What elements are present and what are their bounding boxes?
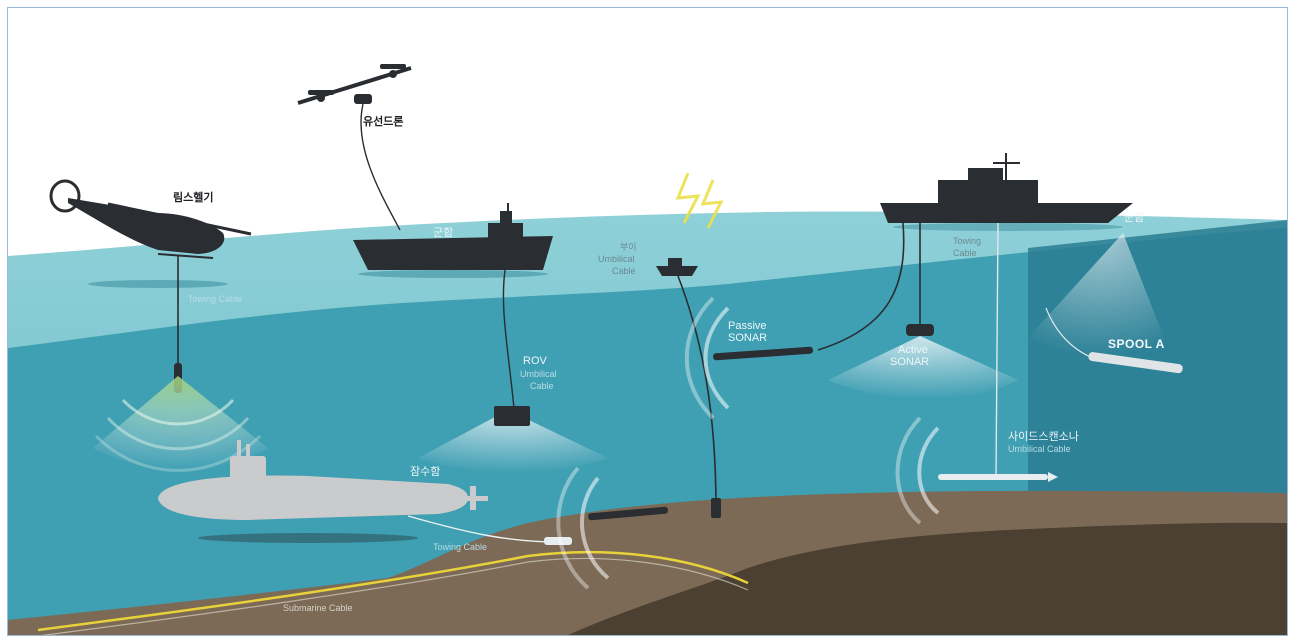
active-sonar-label-1: Active [898, 344, 928, 356]
spool-a-icon [1088, 352, 1183, 374]
sub-towing-label: Towing Cable [433, 542, 488, 552]
side-scan-sonar-icon [938, 474, 1048, 480]
lightning-icon [675, 172, 724, 229]
buoy-icon [656, 266, 698, 276]
ship-right-icon [880, 153, 1133, 223]
rov-cable-label-2: Cable [530, 381, 554, 391]
deep-water-right [1028, 220, 1287, 528]
ship-right-label: 군함 [1124, 212, 1145, 224]
submarine-label: 잠수함 [410, 466, 441, 478]
seabed-dark [568, 522, 1287, 635]
submarine-icon [158, 440, 488, 520]
submarine-cable-label: Submarine Cable [283, 603, 353, 613]
buoy-cable-label-1: Umbilical [598, 254, 635, 264]
active-sonar-icon [906, 324, 934, 336]
submarine-cable-line [37, 550, 749, 632]
passive-sonar-label-1: Passive [728, 320, 767, 332]
ocean-scene [8, 64, 1287, 635]
wired-drone-label: 유선드론 [363, 116, 404, 128]
passive-sonar-label-2: SONAR [728, 332, 768, 344]
passive-sonar-array [713, 346, 813, 361]
helicopter-icon [49, 179, 252, 259]
rov-umbilical-cable [502, 269, 515, 409]
sub-towing-cable [407, 515, 559, 543]
wired-drone-icon [297, 64, 412, 105]
active-sonar-beam [828, 336, 1018, 400]
passive-sonar-cable [817, 222, 905, 351]
ship-left-icon [353, 203, 553, 270]
spool-beam [1028, 233, 1168, 357]
rov-label: ROV [523, 355, 547, 367]
rov-sonar-beam [418, 410, 608, 473]
ship-towing-cable [995, 222, 999, 479]
ship-towing-label-1: Towing [953, 236, 982, 246]
diagram-frame: 유선드론 림스헬기 군함 군함 부이 Umbilical Cable Towin… [7, 7, 1288, 636]
buoy-label: 부이 [620, 242, 637, 252]
rov-icon [494, 406, 530, 426]
helicopter-label: 림스헬기 [173, 192, 214, 204]
spool-a-label: SPOOL A [1108, 337, 1165, 351]
side-scan-sonar-label-1: 사이드스캔소나 [1008, 431, 1079, 443]
active-sonar-label-2: SONAR [890, 356, 930, 368]
rov-cable-label-1: Umbilical [520, 369, 557, 379]
buoy-cable-label-2: Cable [612, 266, 636, 276]
heli-towing-label: Towing Cable [188, 294, 243, 304]
buoy-umbilical-cable [677, 275, 717, 509]
side-scan-sonar-label-2: Umbilical Cable [1008, 444, 1071, 454]
drone-tether [360, 103, 401, 231]
ship-towing-label-2: Cable [953, 248, 977, 258]
ship-left-label: 군함 [433, 227, 454, 239]
